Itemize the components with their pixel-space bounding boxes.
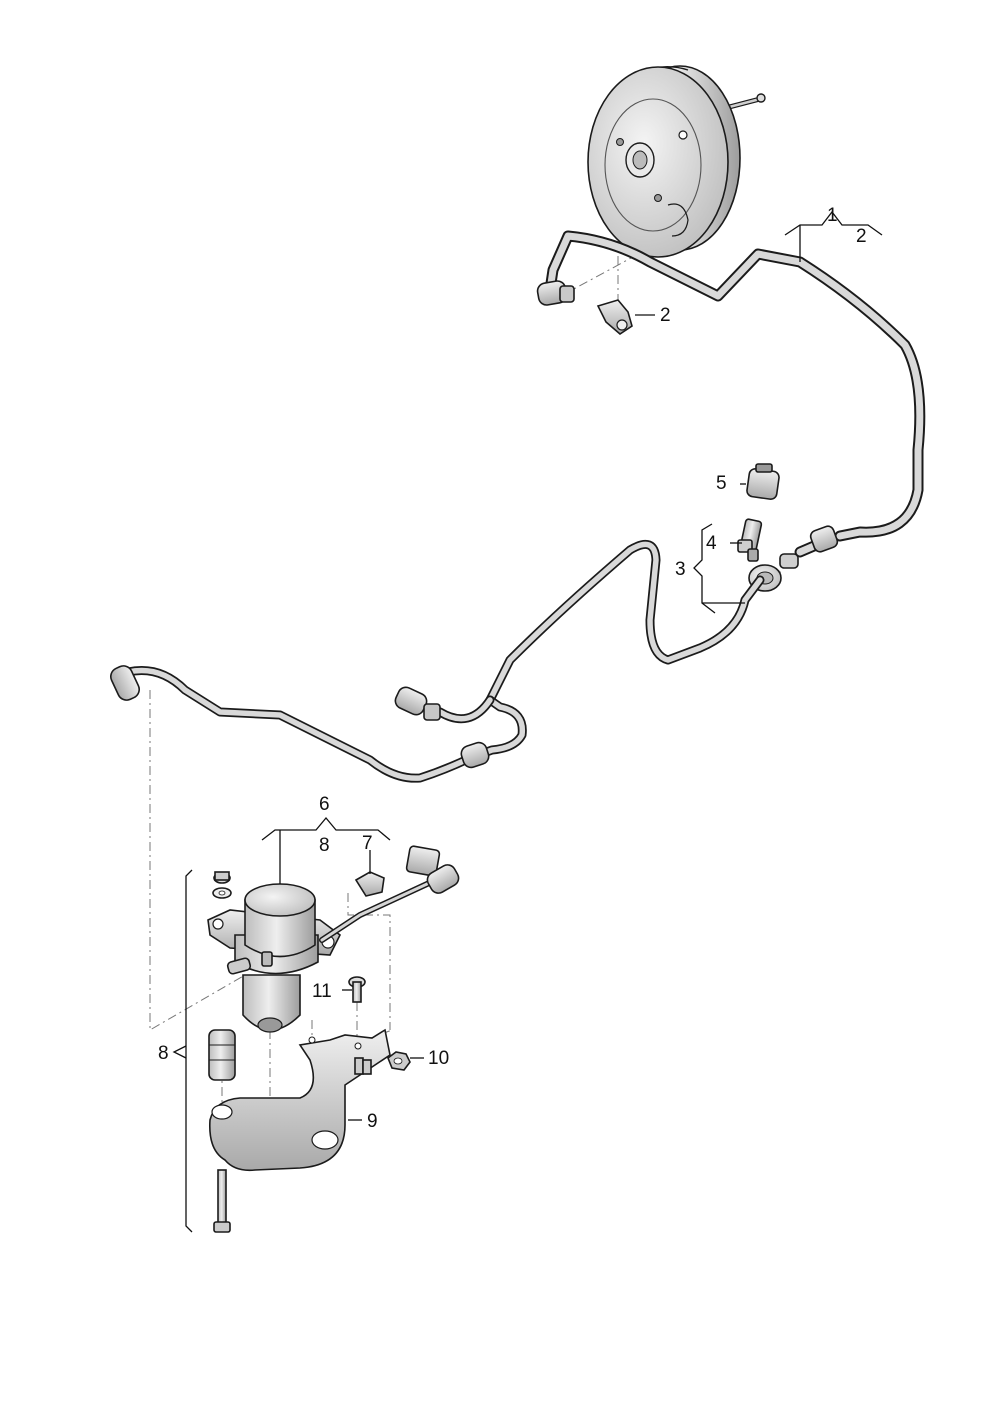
callout-7: 7 [362,833,373,854]
mounting-bolt [213,1169,231,1233]
pump-wiring-harness [319,845,460,943]
callout-2-hose: 2 [856,226,867,247]
vacuum-pump [207,883,342,1033]
bracket-bolt [348,976,366,1003]
pressure-sensor [737,518,763,562]
callout-1: 1 [827,205,838,226]
callout-10: 10 [428,1048,449,1069]
callout-8: 8 [158,1043,169,1064]
sensor-connector [746,463,780,500]
callout-4: 4 [706,533,717,554]
pump-bracket [208,1028,391,1172]
hose-clip [596,299,633,336]
callout-6: 6 [319,794,330,815]
harness-clip [354,871,385,897]
callout-5: 5 [716,473,727,494]
pump-end-elbow [110,665,140,701]
brake-booster [587,65,766,258]
bracket-nut [387,1051,411,1071]
mounting-hardware-left [208,871,236,1233]
line-end-connector [394,686,441,721]
callout-6-sub-8: 8 [319,835,330,856]
rubber-mount [208,1029,236,1081]
callout-3: 3 [675,559,686,580]
callout-11: 11 [312,981,332,1002]
leader-lines [172,210,883,1233]
callout-labels: 1 2 2 3 4 5 6 8 7 8 9 10 11 [158,205,867,1132]
tee-connector [460,741,490,769]
callout-2-clip: 2 [660,305,671,326]
hose-elbow-connector [536,280,575,306]
vacuum-line-pump [110,539,765,783]
callout-9: 9 [367,1111,378,1132]
vacuum-hose-booster [536,230,926,542]
